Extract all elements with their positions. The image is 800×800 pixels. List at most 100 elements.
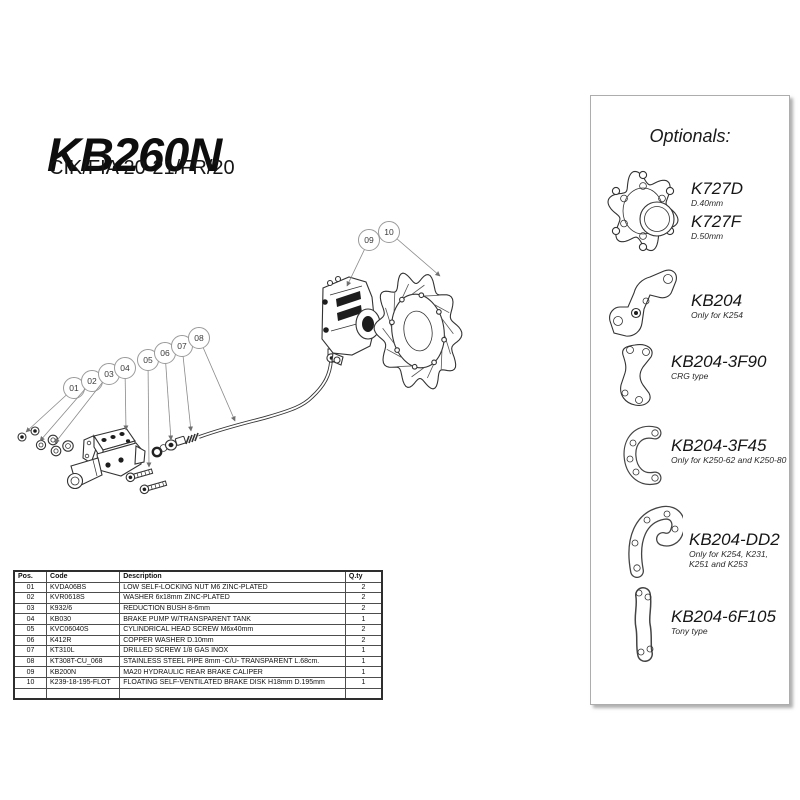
cell-description: LOW SELF-LOCKING NUT M6 ZINC-PLATED — [119, 581, 346, 594]
cell-pos: 04 — [13, 613, 48, 625]
svg-text:09: 09 — [364, 235, 374, 245]
brake-pump-illustration — [66, 427, 146, 490]
brake-pipe-illustration — [198, 348, 337, 439]
cell-qty: 1 — [344, 613, 383, 625]
cell-qty: 1 — [344, 645, 383, 657]
optional-note: D.50mm — [691, 230, 724, 241]
cell-code: KVC06040S — [46, 623, 121, 636]
copper-washer-illustration — [151, 444, 168, 458]
cell-qty: 1 — [344, 655, 383, 668]
cell-qty: 2 — [344, 602, 383, 615]
cell-pos: 07 — [13, 645, 48, 657]
svg-text:10: 10 — [384, 227, 394, 237]
cell-qty: 2 — [344, 592, 383, 604]
cell-qty: 2 — [344, 581, 383, 594]
callout-02: 02 — [39, 370, 103, 442]
cell-qty: 1 — [344, 666, 383, 678]
optionals-title: Optionals: — [649, 126, 731, 146]
cell-qty: 2 — [344, 634, 383, 647]
cell-pos: 06 — [13, 634, 48, 647]
cell-description: MA20 HYDRAULIC REAR BRAKE CALIPER — [119, 666, 346, 678]
header-description: Description — [119, 570, 346, 583]
parts-table: Pos. Code Description Q.ty 01 KVDA06BS L… — [13, 570, 383, 701]
hub-illustration — [607, 170, 679, 252]
optional-note: CRG type — [671, 370, 709, 381]
optional-item-kb204: KB204 Only for K254 — [591, 263, 789, 343]
svg-text:05: 05 — [143, 355, 153, 365]
svg-text:07: 07 — [177, 341, 187, 351]
optional-code: K727D — [691, 179, 743, 198]
brake-caliper-illustration — [321, 275, 381, 366]
table-row: 06 K412R COPPER WASHER D.10mm 2 — [13, 634, 383, 647]
cell-code: KB030 — [46, 613, 121, 625]
cell-pos: 05 — [13, 623, 48, 636]
c-bracket-illustration — [623, 425, 662, 485]
cell-code: K412R — [46, 634, 121, 647]
callout-04: 04 — [114, 357, 136, 431]
cell-qty: 2 — [344, 623, 383, 636]
disc-bobbins — [389, 292, 447, 370]
cell-pos: 08 — [13, 655, 48, 668]
svg-text:01: 01 — [69, 383, 79, 393]
cell-pos: 01 — [13, 581, 48, 594]
table-row: 05 KVC06040S CYLINDRICAL HEAD SCREW M6x4… — [13, 623, 383, 636]
table-header-row: Pos. Code Description Q.ty — [13, 570, 383, 583]
callout-01: 01 — [25, 377, 85, 433]
svg-text:08: 08 — [194, 333, 204, 343]
arc-bracket-illustration — [628, 505, 683, 578]
optionals-panel: Optionals: K727D D.40mm K727F D.50mm — [590, 95, 790, 705]
svg-text:03: 03 — [104, 369, 114, 379]
svg-text:06: 06 — [160, 348, 170, 358]
header-pos: Pos. — [13, 570, 48, 583]
cell-pos: 10 — [13, 676, 48, 689]
page-subtitle: CIK/FIA 20-21/FR/20 — [49, 157, 235, 179]
callout-05: 05 — [137, 349, 159, 468]
callout-09: 09 — [346, 229, 380, 287]
optional-note: Only for K250-62 and K250-80 — [671, 454, 787, 465]
bracket-plate-illustration — [620, 344, 653, 406]
brake-disc-illustration — [373, 272, 463, 390]
table-row: 08 KT308T-CU_068 STAINLESS STEEL PIPE 8m… — [13, 655, 383, 668]
optional-note: Only for K254, K231, K251 and K253 — [689, 548, 768, 570]
optional-code: KB204-3F90 — [671, 352, 767, 371]
optional-item-kb204-3f90: KB204-3F90 CRG type — [591, 343, 789, 413]
optional-code: KB204 — [691, 291, 743, 310]
svg-text:02: 02 — [87, 376, 97, 386]
callout-08: 08 — [188, 327, 236, 422]
optional-note: D.40mm — [691, 197, 724, 208]
bleed-screw-icon — [326, 279, 334, 287]
optional-item-kb204-3f45: KB204-3F45 Only for K250-62 and K250-80 — [591, 421, 789, 496]
cell-code: K239-18-195-FLOT — [46, 676, 121, 689]
cell-code: KVDA06BS — [46, 581, 121, 594]
cell-qty: 1 — [344, 676, 383, 689]
table-row: 10 K239-18-195-FLOT FLOATING SELF-VENTIL… — [13, 676, 383, 689]
cell-description: REDUCTION BUSH 8-6mm — [119, 602, 346, 615]
cell-code: KT310L — [46, 645, 121, 657]
cell-description: DRILLED SCREW 1/8 GAS INOX — [119, 645, 346, 657]
optional-item-kb204-6f105: KB204-6F105 Tony type — [591, 586, 789, 666]
cell-pos: 02 — [13, 592, 48, 604]
bleed-screw-icon — [334, 275, 342, 283]
optional-code: KB204-DD2 — [689, 530, 780, 549]
table-row: 01 KVDA06BS LOW SELF-LOCKING NUT M6 ZINC… — [13, 581, 383, 594]
cell-description: BRAKE PUMP W/TRANSPARENT TANK — [119, 613, 346, 625]
optional-code: KB204-3F45 — [671, 436, 767, 455]
cell-pos: 03 — [13, 602, 48, 615]
caliper-bracket-illustration — [609, 269, 677, 337]
table-row: 04 KB030 BRAKE PUMP W/TRANSPARENT TANK 1 — [13, 613, 383, 625]
cell-description: WASHER 6x18mm ZINC-PLATED — [119, 592, 346, 604]
cell-code: KB200N — [46, 666, 121, 678]
table-row: 07 KT310L DRILLED SCREW 1/8 GAS INOX 1 — [13, 645, 383, 657]
header-qty: Q.ty — [344, 570, 383, 583]
strip-bracket-illustration — [634, 587, 654, 662]
cell-code: K932/6 — [46, 602, 121, 615]
table-row: 02 KVR0618S WASHER 6x18mm ZINC-PLATED 2 — [13, 592, 383, 604]
callout-07: 07 — [171, 335, 194, 432]
optional-note: Tony type — [671, 625, 708, 636]
cell-pos: 09 — [13, 666, 48, 678]
callout-10: 10 — [378, 221, 441, 277]
optional-item-k727: K727D D.40mm K727F D.50mm — [591, 96, 789, 266]
optional-note: Only for K254 — [691, 309, 743, 320]
mounting-screws-illustration — [125, 468, 168, 495]
